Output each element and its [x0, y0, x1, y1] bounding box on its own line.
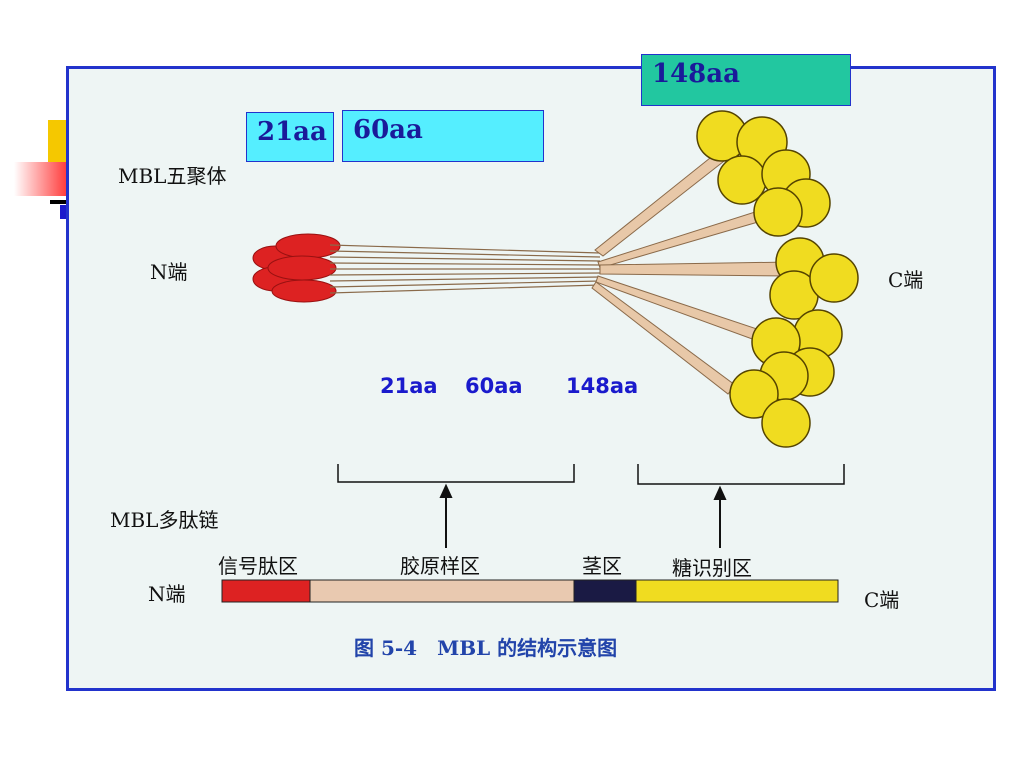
signal-length-label: 21aa — [380, 374, 438, 398]
polypeptide-label: MBL多肽链 — [110, 508, 219, 532]
region-collagen-label: 胶原样区 — [400, 554, 480, 578]
n-terminal-top-label: N端 — [150, 260, 188, 284]
slide-accent-red — [14, 162, 70, 196]
region-neck-label: 茎区 — [582, 554, 622, 578]
crd-length-box: 148aa — [641, 54, 851, 106]
branch-arms — [591, 149, 791, 395]
n-terminal-bottom-label: N端 — [148, 582, 186, 606]
collagen-length-label: 60aa — [465, 374, 523, 398]
collagen-stalks — [329, 244, 601, 294]
figure-caption: 图 5-4 MBL 的结构示意图 — [354, 636, 618, 660]
n-terminal-ovals — [252, 233, 341, 303]
crd-length-label: 148aa — [566, 374, 639, 398]
region-crd-label: 糖识别区 — [672, 556, 752, 580]
slide-accent-line — [50, 200, 80, 204]
region-brackets — [337, 464, 845, 485]
c-terminal-top-label: C端 — [888, 268, 924, 292]
polypeptide-bar — [221, 579, 839, 603]
crd-heads — [696, 110, 859, 448]
slide-accent-line-2 — [60, 205, 66, 219]
pentamer-label: MBL五聚体 — [118, 164, 227, 188]
c-terminal-bottom-label: C端 — [864, 588, 900, 612]
region-signal-label: 信号肽区 — [218, 554, 298, 578]
collagen-length-box: 60aa — [342, 110, 544, 162]
signal-length-box: 21aa — [246, 112, 334, 162]
pointer-arrows — [439, 483, 727, 548]
